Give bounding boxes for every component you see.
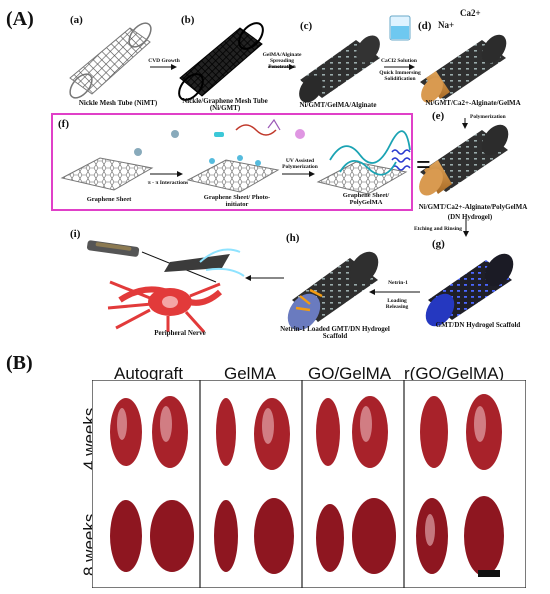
netrin-loaded-scaffold [287,251,379,331]
f-uv-label: UV Assisted Polymerization [282,158,318,171]
polygelma-chains [329,130,411,176]
hydrogel-scaffold [425,253,514,327]
arrow-cd-top-label: CaCl2 Solution [381,58,417,64]
graphene-sheet-2 [186,159,280,193]
gel-coated-tube [299,35,380,103]
column-header-autograft: Autograft [114,364,183,383]
f-sheet2-label: Graphene Sheet/ Photo-initiator [203,194,271,209]
peripheral-nerve [86,240,245,334]
arrow-gh-bottom-label: Loading Releasing [385,298,409,311]
caption-d: Ni/GMT/Ca2+-Alginate/GelMA [425,99,521,107]
graphene-mesh-tube [178,22,264,101]
calcium-ion-label: Ca2+ [460,8,481,18]
sodium-ion-label: Na+ [438,20,455,30]
arrow-ab-label: CVD Growth [148,58,180,64]
uv-wave-icon [391,149,411,171]
f-equals-sign: = [416,150,431,179]
step-h-tag: (h) [286,232,300,244]
arrow-bc-label: GelMA/Alginate Spreading Penetration [262,52,302,71]
arrow-cd-bottom-label: Quick Immersing Solidification [379,70,421,83]
panel-a-label: (A) [6,8,34,30]
beaker-icon [389,15,411,41]
step-e-tag: (e) [432,110,445,122]
dn-hydrogel-tube [419,124,509,196]
arrow-eg-label: Etching and Rinsing [414,226,462,232]
caption-e: Ni/GMT/Ca2+-Alginate/PolyGelMA [418,203,528,211]
f-sheet1-label: Graphene Sheet [86,196,132,203]
nickel-mesh-tube [69,22,152,99]
panel-f-frame [51,113,413,211]
arrow-gh-top-label: Netrin-1 [388,280,408,286]
column-header-gelma: GelMA [224,364,276,383]
step-d-tag: (d) [418,20,432,32]
alginate-tube [420,34,507,103]
scheme-artwork [51,15,514,334]
step-c-tag: (c) [300,20,313,32]
muscle-photo-grid [92,380,526,588]
panel-b-label: (B) [6,352,33,374]
caption-h: Netrin-1 Loaded GMT/DN Hydrogel Scaffold [280,325,390,341]
step-i-tag: (i) [70,228,81,240]
column-header-r-go-gelma: r(GO/GelMA) [404,364,505,383]
scale-bar [478,570,500,577]
f-interaction-label: π - π Interactions [147,180,189,186]
step-g-tag: (g) [432,238,445,250]
caption-e-sub: (DN Hydrogel) [447,213,493,221]
caption-a: Nickle Mesh Tube (NiMT) [78,99,158,107]
photoinitiator-molecules [134,118,281,166]
step-f-tag: (f) [58,118,69,130]
caption-b: Nickle/Graphene Mesh Tube (Ni/GMT) [182,97,268,113]
caption-c: Ni/GMT/GelMA/Alginate [299,101,377,109]
arrow-de-label: Polymerization [470,114,506,120]
caption-g: GMT/DN Hydrogel Scaffold [435,321,521,329]
graphene-sheet-1 [60,157,154,191]
caption-i: Peripheral Nerve [154,329,206,337]
step-a-tag: (a) [70,14,83,26]
f-sheet3-label: Graphene Sheet/ PolyGelMA [342,192,390,207]
column-header-go-gelma: GO/GelMA [308,364,392,383]
step-b-tag: (b) [181,14,195,26]
